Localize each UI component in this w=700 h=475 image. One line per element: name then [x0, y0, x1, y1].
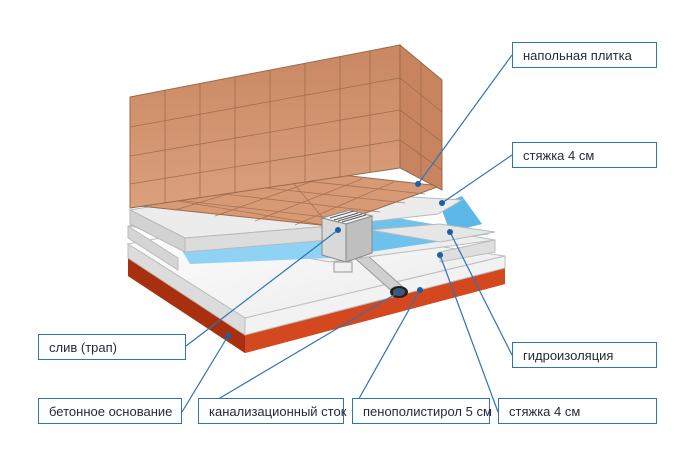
- leader-dots: [225, 181, 453, 339]
- label-concrete-base: бетонное основание: [38, 398, 182, 424]
- label-floor-tile: напольная плитка: [512, 42, 657, 68]
- label-drain: слив (трап): [38, 334, 186, 360]
- leader-lines: [181, 54, 513, 413]
- label-waterproofing: гидроизоляция: [512, 342, 657, 368]
- label-screed-top: стяжка 4 см: [512, 142, 657, 168]
- tile-wall: [129, 43, 443, 209]
- label-polystyrene: пенополистирол 5 см: [352, 398, 492, 424]
- label-screed-bottom: стяжка 4 см: [498, 398, 657, 424]
- label-sewer-drain: канализационный сток: [198, 398, 346, 424]
